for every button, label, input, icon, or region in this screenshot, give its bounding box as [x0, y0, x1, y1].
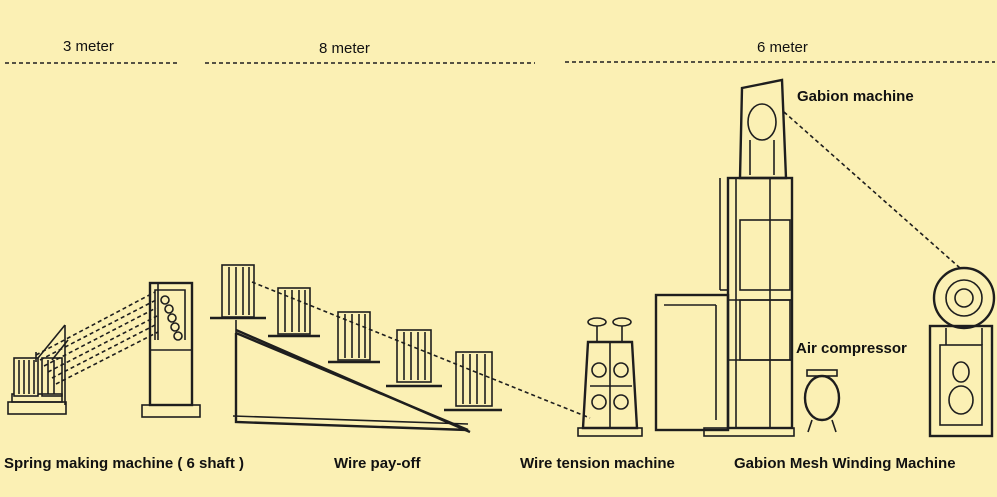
dimension-label-3m: 3 meter — [63, 38, 114, 55]
label-gabion-machine: Gabion machine — [797, 88, 914, 105]
air-compressor — [803, 369, 841, 433]
gabion-machine — [654, 78, 961, 437]
payoff-bobbin-4 — [396, 329, 432, 383]
label-wire-tension-machine: Wire tension machine — [520, 455, 675, 472]
label-gabion-mesh-winding-machine: Gabion Mesh Winding Machine — [734, 455, 956, 472]
payoff-bobbin-5 — [455, 351, 493, 407]
dimension-label-6m: 6 meter — [757, 39, 808, 56]
wire-tension-machine — [577, 317, 643, 437]
spring-making-machine — [7, 281, 201, 418]
dimension-label-8m: 8 meter — [319, 40, 370, 57]
wire-payoff-machine — [210, 264, 591, 434]
label-air-compressor: Air compressor — [796, 340, 907, 357]
gabion-mesh-winding-machine — [928, 266, 996, 438]
label-wire-payoff: Wire pay-off — [334, 455, 421, 472]
label-spring-making-machine: Spring making machine ( 6 shaft ) — [4, 455, 245, 472]
